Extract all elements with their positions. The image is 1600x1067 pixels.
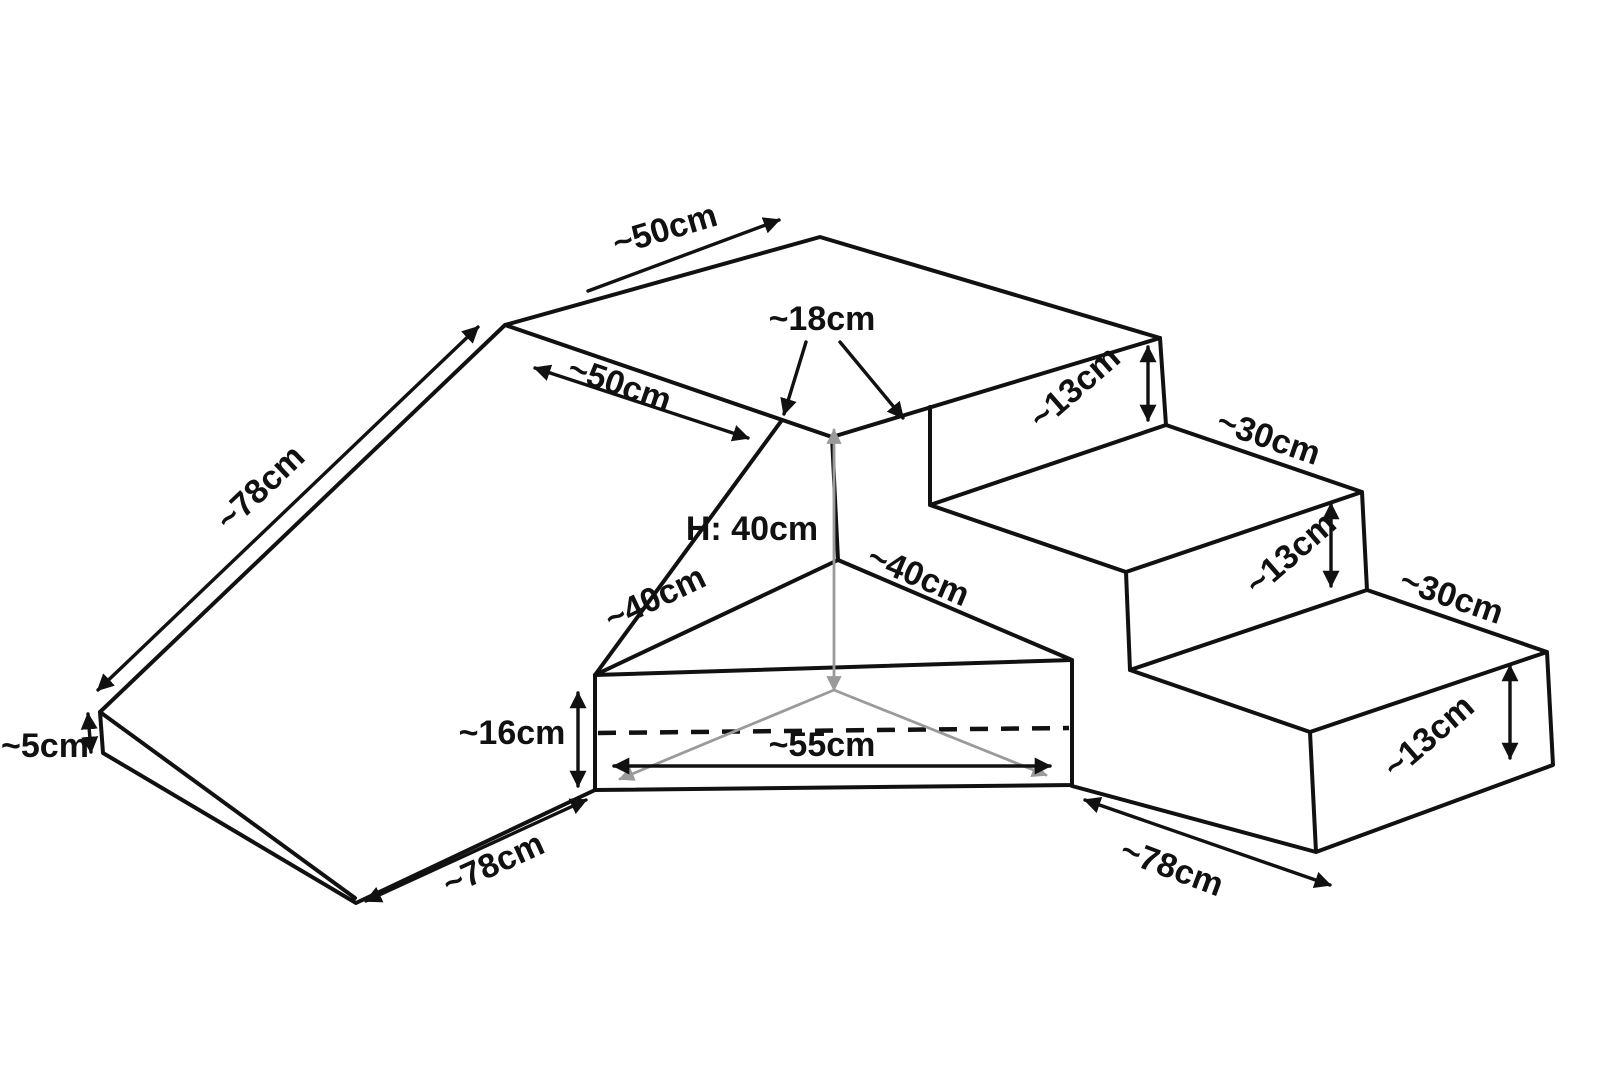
dim-arrow-edge-width-left (780, 340, 808, 416)
step2-riser-face (1126, 492, 1367, 670)
dimension-arrows (80, 217, 1519, 903)
dim-arrow-slide-thickness (80, 712, 99, 754)
dim-label-corner-front-width: ~55cm (769, 726, 876, 764)
dim-label-platform-edge-width: ~18cm (769, 300, 876, 338)
corner-platform-seam-dashed (597, 725, 1070, 736)
step1-riser-face (930, 338, 1166, 505)
steps-edges (928, 336, 1555, 854)
dim-label-corner-height: ~16cm (459, 714, 566, 752)
dim-arrow-base-right (1083, 796, 1332, 889)
dim-label-slide-thickness: ~5cm (1, 727, 89, 765)
dim-label-total-height: H: 40cm (686, 510, 818, 548)
dim-label-platform-back-edge: ~50cm (608, 196, 721, 263)
steps-front-face (930, 505, 1316, 852)
bottom-step-right-face (1310, 652, 1553, 852)
step2-tread-face (1130, 590, 1547, 732)
dim-arrow-edge-width-right (838, 340, 905, 420)
dim-arrow-platform-back-edge (586, 217, 781, 293)
step1-tread-face (930, 425, 1362, 572)
dim-arrow-slide-top-width (533, 364, 750, 442)
dim-arrow-base-left (364, 798, 588, 903)
dim-arrow-slide-length (96, 325, 480, 692)
